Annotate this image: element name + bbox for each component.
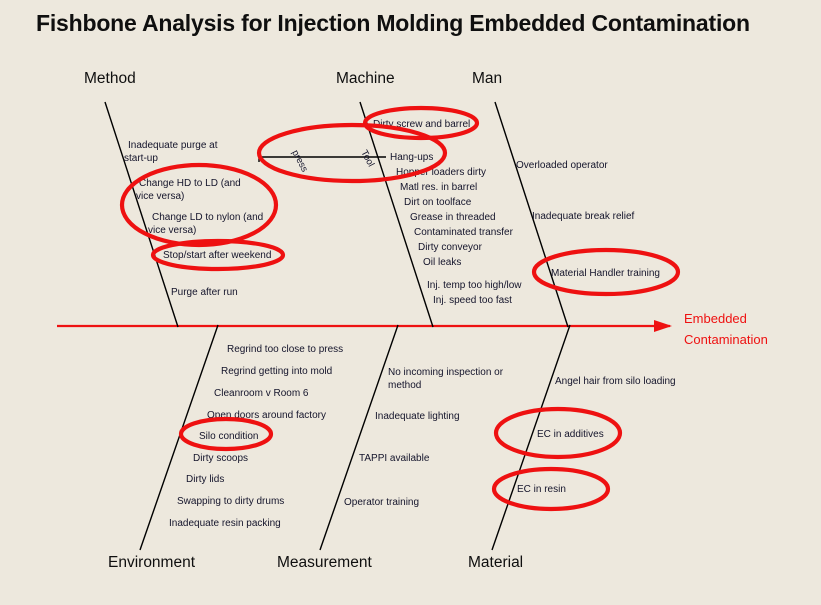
category-label-man: Man — [472, 70, 502, 87]
cause-man-1: Inadequate break relief — [532, 211, 635, 222]
spine-arrow-icon — [654, 320, 672, 332]
branch-line-environment — [139, 324, 219, 551]
cause-method-4-line1: Purge after run — [171, 287, 238, 298]
branch-line-material — [491, 324, 571, 551]
branch-line-machine — [359, 101, 434, 328]
highlight-ellipse-method-stopstart — [150, 238, 286, 272]
cause-machine-10: Inj. speed too fast — [433, 295, 512, 306]
cause-method-2-line2: vice versa) — [148, 225, 196, 236]
highlight-ellipse-material-handler — [531, 247, 681, 297]
cause-method-0-line1: Inadequate purge at — [128, 140, 218, 151]
cause-machine-4: Dirt on toolface — [404, 197, 472, 208]
cause-environment-1: Regrind getting into mold — [221, 366, 332, 377]
cause-environment-6: Dirty lids — [186, 474, 224, 485]
category-label-method: Method — [84, 70, 136, 87]
cause-machine-8: Oil leaks — [423, 257, 461, 268]
cause-environment-0: Regrind too close to press — [227, 344, 343, 355]
category-label-environment: Environment — [108, 554, 196, 571]
category-label-machine: Machine — [336, 70, 395, 87]
cause-method-1-line1: Change HD to LD (and — [139, 178, 241, 189]
effect-line-1: Embedded — [684, 311, 747, 326]
cause-machine-2: Hopper loaders dirty — [396, 167, 486, 178]
cause-measurement-1: Inadequate lighting — [375, 411, 460, 422]
branch-line-method — [104, 101, 179, 328]
branch-measurement: Measurement No incoming inspection or me… — [277, 324, 504, 571]
cause-method-2-line1: Change LD to nylon (and — [152, 212, 263, 223]
sub-label-tool: Tool — [358, 148, 376, 169]
page-title: Fishbone Analysis for Injection Molding … — [36, 10, 750, 36]
cause-method-3-line1: Stop/start after weekend — [163, 250, 271, 261]
branch-method: Method Inadequate purge at start-up Chan… — [84, 70, 286, 328]
cause-machine-5: Grease in threaded — [410, 212, 496, 223]
cause-machine-3: Matl res. in barrel — [400, 182, 477, 193]
branch-material: Material Angel hair from silo loading EC… — [468, 324, 676, 571]
cause-material-0: Angel hair from silo loading — [555, 376, 676, 387]
effect-label: Embedded Contamination — [684, 311, 768, 347]
cause-environment-8: Inadequate resin packing — [169, 518, 281, 529]
cause-machine-7: Dirty conveyor — [418, 242, 483, 253]
category-label-material: Material — [468, 554, 523, 571]
cause-method-1-line2: vice versa) — [136, 191, 184, 202]
highlight-ellipse-dirty-screw — [362, 105, 480, 141]
cause-environment-5: Dirty scoops — [193, 453, 248, 464]
highlight-ellipse-ec-resin — [491, 466, 611, 512]
highlight-ellipse-hangups — [256, 122, 448, 184]
cause-measurement-3: Operator training — [344, 497, 419, 508]
cause-measurement-0-line2: method — [388, 380, 421, 391]
highlight-ellipse-method-changes — [119, 162, 279, 248]
effect-line-2: Contamination — [684, 332, 768, 347]
cause-man-0: Overloaded operator — [516, 160, 608, 171]
cause-material-1: EC in additives — [537, 429, 604, 440]
cause-environment-7: Swapping to dirty drums — [177, 496, 284, 507]
cause-measurement-2: TAPPI available — [359, 453, 430, 464]
highlight-ellipse-silo-condition — [178, 416, 274, 452]
branch-line-measurement — [319, 324, 399, 551]
cause-machine-1: Hang-ups — [390, 152, 433, 163]
branch-environment: Environment Regrind too close to press R… — [108, 324, 343, 571]
cause-measurement-0-line1: No incoming inspection or — [388, 367, 504, 378]
spine-group — [57, 320, 672, 332]
cause-method-0-line2: start-up — [124, 153, 158, 164]
cause-machine-0: Dirty screw and barrel — [373, 119, 470, 130]
cause-environment-4: Silo condition — [199, 431, 258, 442]
highlight-ellipse-ec-additives — [493, 406, 623, 460]
cause-environment-3: Open doors around factory — [207, 410, 326, 421]
cause-machine-9: Inj. temp too high/low — [427, 280, 522, 291]
cause-material-2: EC in resin — [517, 484, 566, 495]
branch-machine: Machine press Tool Dirty screw and barre… — [256, 70, 522, 328]
sub-label-press: press — [289, 148, 310, 174]
category-label-measurement: Measurement — [277, 554, 372, 571]
cause-environment-2: Cleanroom v Room 6 — [214, 388, 309, 399]
cause-man-2: Material Handler training — [551, 268, 660, 279]
branch-man: Man Overloaded operator Inadequate break… — [472, 70, 681, 328]
cause-machine-6: Contaminated transfer — [414, 227, 514, 238]
